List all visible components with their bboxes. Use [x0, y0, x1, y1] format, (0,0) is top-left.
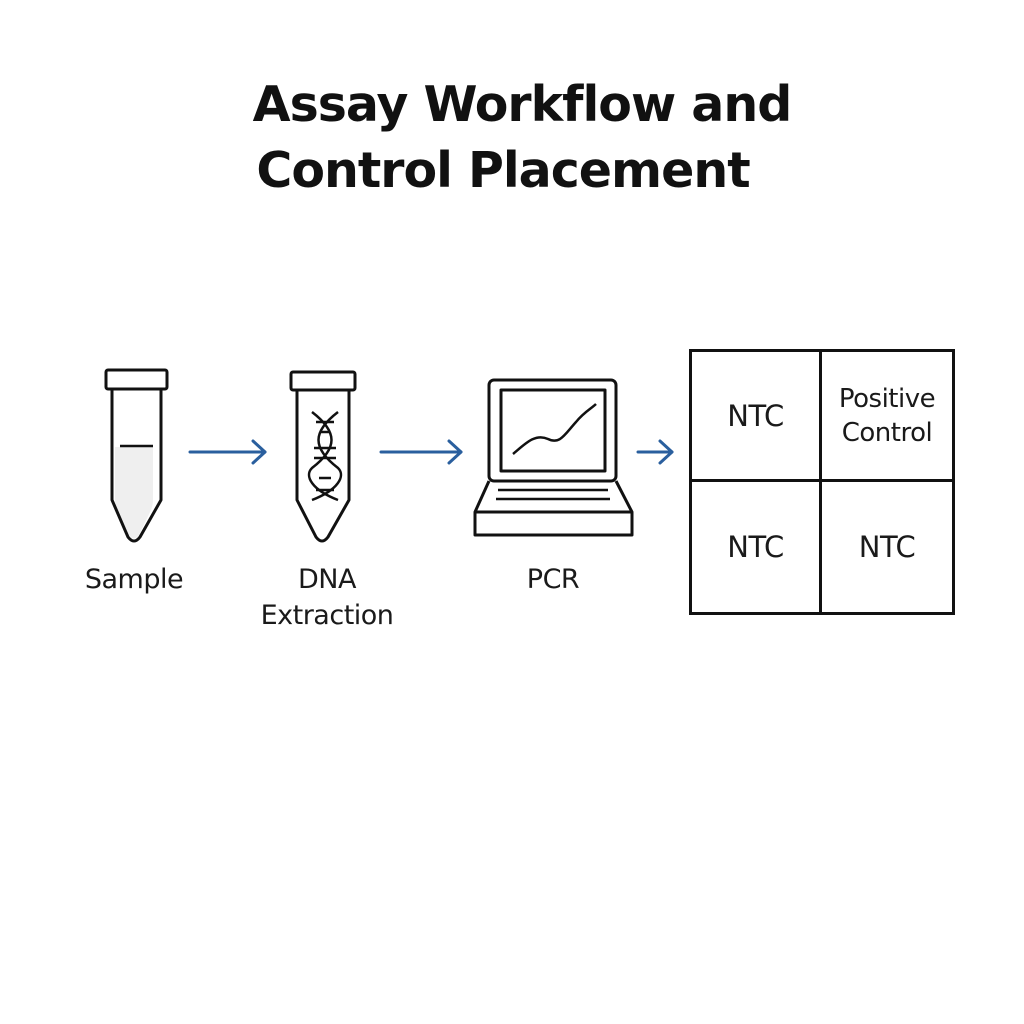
arrow-pcr-to-plate	[636, 439, 674, 465]
cell-text: NTC	[858, 530, 916, 564]
pcr-laptop-icon	[473, 378, 634, 537]
dna-extraction-tube-icon	[289, 370, 357, 543]
step-label-pcr: PCR	[493, 562, 613, 598]
extraction-label-text: Extraction	[260, 600, 394, 631]
plate-cell-top-left: NTC	[692, 352, 822, 482]
dna-label-text: DNA	[298, 564, 356, 595]
diagram-title: Assay Workflow and Control Placement	[0, 72, 1024, 204]
title-line-2: Control Placement	[256, 142, 750, 199]
cell-text-line-2: Control	[841, 417, 933, 448]
cell-text: NTC	[727, 530, 784, 564]
plate-cell-bottom-left: NTC	[692, 482, 822, 612]
plate-cell-top-right: Positive Control	[822, 352, 952, 482]
step-label-dna-extraction: DNA Extraction	[247, 562, 407, 634]
plate-cell-bottom-right: NTC	[822, 482, 952, 612]
cell-text: NTC	[727, 398, 784, 433]
arrow-extraction-to-pcr	[379, 439, 463, 465]
cell-text-line-1: Positive	[838, 383, 936, 414]
title-line-1: Assay Workflow and	[252, 76, 793, 133]
sample-label-text: Sample	[84, 564, 184, 595]
step-label-sample: Sample	[64, 562, 204, 598]
sample-tube-icon	[104, 368, 169, 543]
pcr-label-text: PCR	[526, 564, 580, 595]
control-plate-grid: NTC Positive Control NTC NTC	[689, 349, 955, 615]
arrow-sample-to-extraction	[188, 439, 267, 465]
dna-helix-icon	[307, 411, 343, 502]
